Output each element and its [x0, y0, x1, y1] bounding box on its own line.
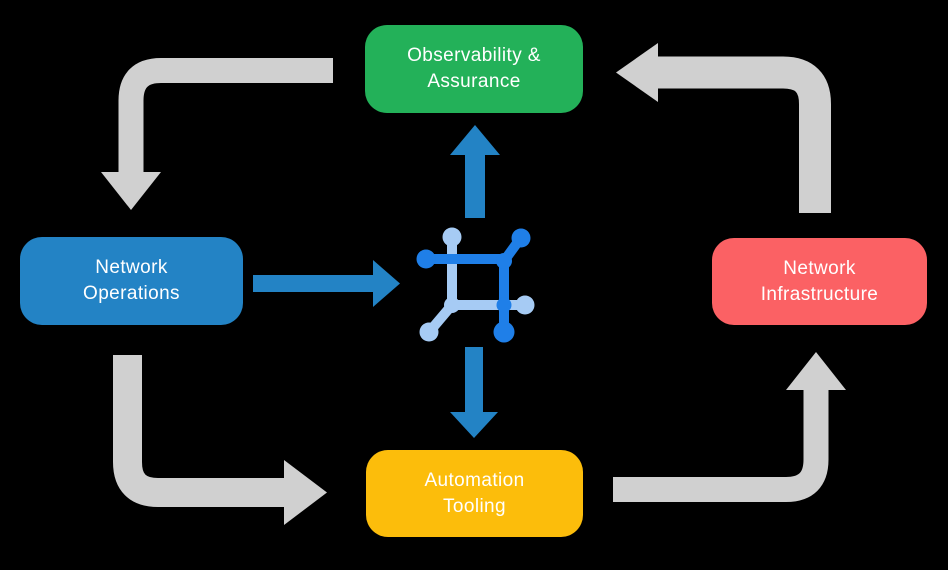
- arrow-infrastructure-to-observability: [616, 43, 831, 213]
- arrow-operations-to-automation: [113, 355, 327, 525]
- arrow-operations-to-center: [253, 260, 400, 307]
- network-fabric-icon: [416, 227, 535, 343]
- node-observability-assurance: Observability & Assurance: [365, 25, 583, 113]
- arrow-automation-to-infrastructure: [613, 352, 846, 502]
- arrow-center-to-automation: [450, 347, 498, 438]
- arrow-observability-to-operations: [101, 58, 333, 210]
- node-automation-tooling: Automation Tooling: [366, 450, 583, 537]
- node-network-operations: Network Operations: [20, 237, 243, 325]
- node-network-infrastructure: Network Infrastructure: [712, 238, 927, 325]
- arrow-center-to-observability: [450, 125, 500, 218]
